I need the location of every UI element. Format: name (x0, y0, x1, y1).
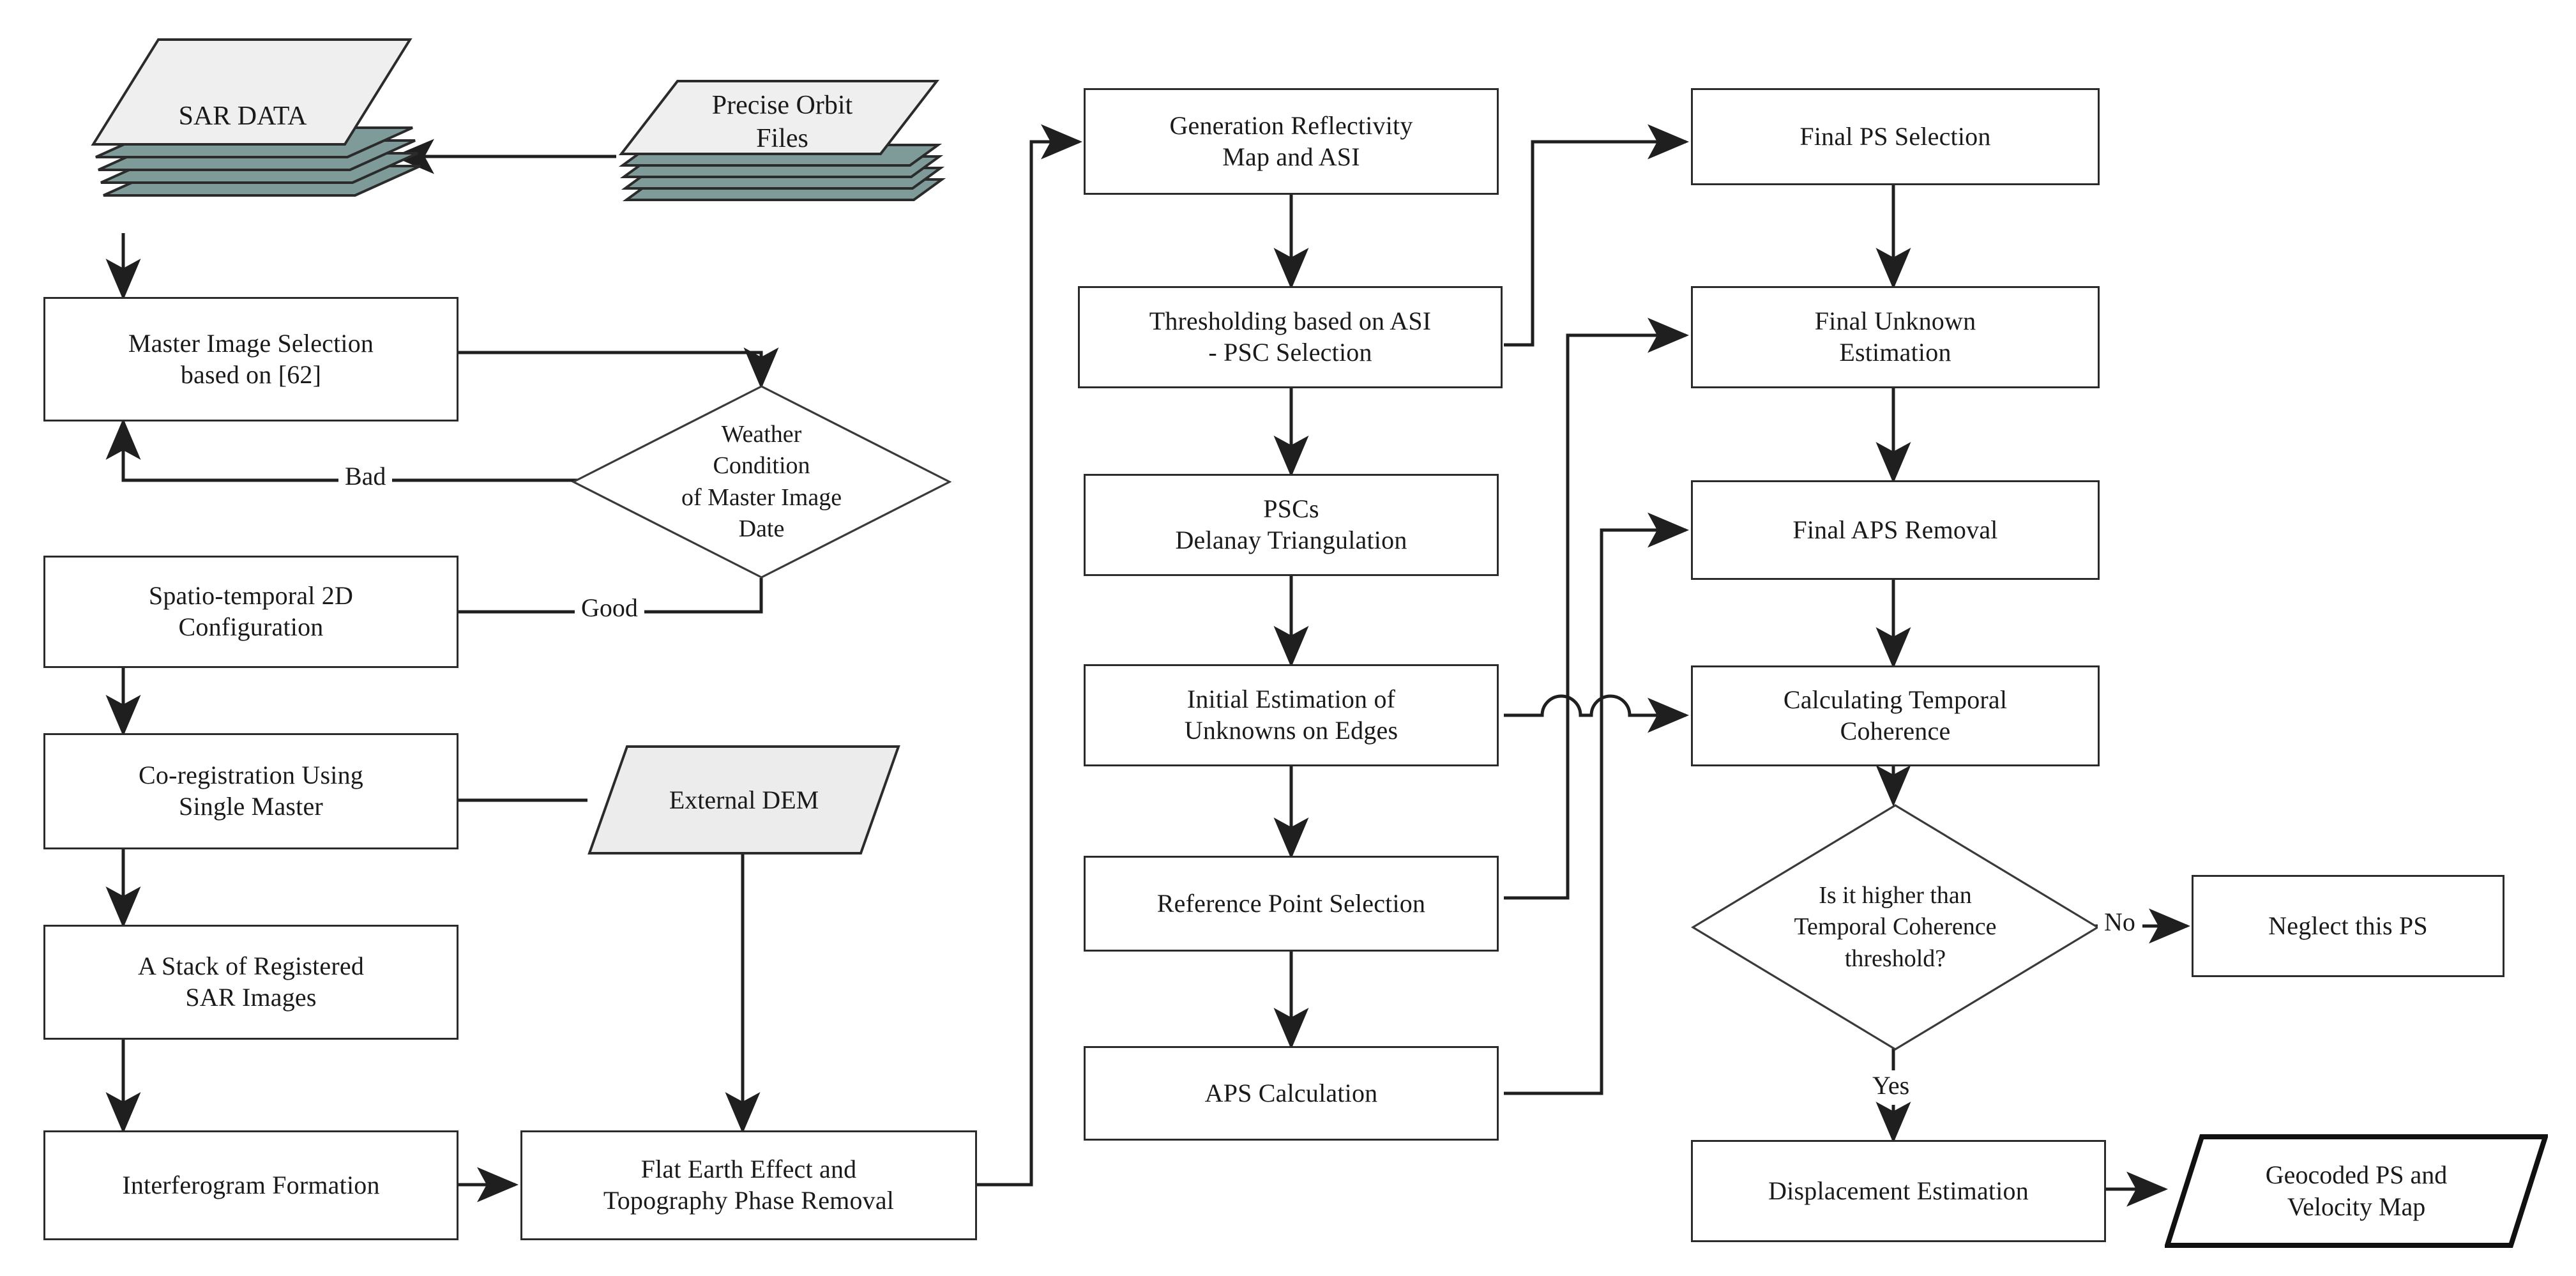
node-pscs-delanay-triangulation[interactable]: PSCs Delanay Triangulation (1084, 474, 1499, 576)
node-reference-point-selection[interactable]: Reference Point Selection (1084, 856, 1499, 952)
stack-registered-text: A Stack of Registered SAR Images (129, 951, 373, 1014)
generation-reflectivity-text: Generation Reflectivity Map and ASI (1160, 110, 1421, 173)
pscs-delanay-text: PSCs Delanay Triangulation (1166, 494, 1416, 556)
final-aps-removal-label: Final APS Removal (1792, 515, 1998, 544)
node-spatio-temporal-configuration[interactable]: Spatio-temporal 2D Configuration (43, 556, 458, 668)
precise-orbit-stack-shape (618, 80, 946, 201)
edge-flatearth-to-generation (976, 124, 1082, 1187)
pscs-line2: Delanay Triangulation (1175, 526, 1407, 554)
node-calculating-temporal-coherence[interactable]: Calculating Temporal Coherence (1691, 665, 2100, 766)
coreg-line1: Co-registration Using (139, 761, 363, 790)
spatio-line1: Spatio-temporal 2D (148, 581, 354, 611)
node-temporal-coherence-decision[interactable]: Is it higher than Temporal Coherence thr… (1691, 803, 2100, 1051)
geocoded-ps-parallelogram-shape (2163, 1134, 2549, 1248)
node-final-ps-selection[interactable]: Final PS Selection (1691, 88, 2100, 185)
reference-point-label: Reference Point Selection (1156, 888, 1426, 918)
edge-refpoint-to-finalunknown (1504, 317, 1689, 900)
edge-label-no: No (2098, 907, 2142, 937)
node-geocoded-ps-velocity-map[interactable]: Geocoded PS and Velocity Map (2163, 1134, 2549, 1249)
neglect-this-ps-label: Neglect this PS (2268, 911, 2428, 940)
node-thresholding-asi[interactable]: Thresholding based on ASI - PSC Selectio… (1078, 286, 1503, 388)
node-flat-earth-topography[interactable]: Flat Earth Effect and Topography Phase R… (520, 1130, 977, 1240)
node-interferogram-formation[interactable]: Interferogram Formation (43, 1130, 458, 1240)
calculating-coherence-text: Calculating Temporal Coherence (1775, 685, 2016, 747)
node-aps-calculation[interactable]: APS Calculation (1084, 1046, 1499, 1141)
decision-line1: Is it higher than (1819, 881, 1972, 909)
precise-orbit-line2: Files (756, 124, 808, 153)
geocoded-line2: Velocity Map (2287, 1192, 2426, 1221)
node-final-unknown-estimation[interactable]: Final Unknown Estimation (1691, 286, 2100, 388)
node-displacement-estimation[interactable]: Displacement Estimation (1691, 1140, 2106, 1242)
weather-line4: Date (738, 515, 785, 542)
master-line1: Master Image Selection (128, 328, 374, 358)
node-co-registration[interactable]: Co-registration Using Single Master (43, 733, 458, 849)
interferogram-formation-label: Interferogram Formation (122, 1170, 380, 1199)
thresholding-text: Thresholding based on ASI - PSC Selectio… (1140, 306, 1441, 368)
temporal-coherence-decision-label: Is it higher than Temporal Coherence thr… (1732, 880, 2059, 975)
node-master-image-selection[interactable]: Master Image Selection based on [62] (43, 297, 458, 422)
master-image-selection-text: Master Image Selection based on [62] (119, 328, 383, 391)
edge-weather-bad-to-master (105, 418, 674, 482)
weather-condition-diamond-shape (572, 385, 951, 579)
weather-line3: of Master Image (681, 483, 842, 511)
external-dem-label: External DEM (669, 785, 819, 814)
co-registration-text: Co-registration Using Single Master (130, 760, 372, 823)
node-external-dem[interactable]: External DEM (587, 744, 900, 856)
node-neglect-this-ps[interactable]: Neglect this PS (2192, 875, 2504, 977)
node-generation-reflectivity[interactable]: Generation Reflectivity Map and ASI (1084, 88, 1499, 195)
flatearth-line2: Topography Phase Removal (603, 1186, 895, 1215)
finalunknown-line1: Final Unknown (1814, 307, 1976, 336)
geocoded-line1: Geocoded PS and (2265, 1160, 2448, 1189)
master-line2: based on [62] (180, 360, 322, 389)
external-dem-parallelogram-shape (587, 745, 900, 854)
spatio-temporal-text: Spatio-temporal 2D Configuration (140, 581, 362, 643)
weather-line2: Condition (713, 452, 810, 480)
node-stack-registered-sar[interactable]: A Stack of Registered SAR Images (43, 925, 458, 1040)
node-final-aps-removal[interactable]: Final APS Removal (1691, 480, 2100, 580)
pscs-line1: PSCs (1263, 494, 1319, 524)
displacement-estimation-label: Displacement Estimation (1768, 1176, 2029, 1205)
coherence-line1: Calculating Temporal (1783, 685, 2008, 715)
initial-line1: Initial Estimation of (1186, 685, 1396, 714)
threshold-line2: - PSC Selection (1208, 338, 1372, 367)
precise-orbit-files-label: Precise Orbit Files (616, 73, 948, 220)
precise-orbit-line1: Precise Orbit (711, 90, 853, 120)
node-initial-estimation-unknowns[interactable]: Initial Estimation of Unknowns on Edges (1084, 664, 1499, 766)
geocoded-ps-label: Geocoded PS and Velocity Map (2165, 1134, 2548, 1249)
weather-line1: Weather (721, 420, 802, 448)
finalunknown-line2: Estimation (1839, 338, 1951, 367)
weather-condition-label: Weather Condition of Master Image Date (613, 419, 909, 545)
genrefl-line2: Map and ASI (1222, 142, 1360, 171)
final-unknown-text: Final Unknown Estimation (1806, 306, 1985, 368)
flat-earth-text: Flat Earth Effect and Topography Phase R… (595, 1154, 903, 1217)
edge-label-bad: Bad (338, 461, 393, 491)
sar-data-stack-shape (91, 38, 421, 197)
final-ps-selection-label: Final PS Selection (1799, 121, 1991, 151)
node-sar-data[interactable]: SAR DATA (64, 31, 421, 235)
edge-aps-to-finalapsremoval (1504, 512, 1689, 1095)
decision-line3: threshold? (1844, 945, 1946, 972)
stackreg-line2: SAR Images (185, 983, 317, 1012)
coherence-line2: Coherence (1840, 717, 1951, 745)
threshold-line1: Thresholding based on ASI (1149, 307, 1432, 336)
genrefl-line1: Generation Reflectivity (1169, 110, 1413, 140)
node-precise-orbit-files[interactable]: Precise Orbit Files (616, 73, 948, 220)
decision-line2: Temporal Coherence (1794, 913, 1997, 941)
edge-initial-to-coherence (1504, 694, 1689, 733)
edge-threshold-to-finalps (1504, 124, 1689, 347)
edge-label-yes: Yes (1866, 1070, 1916, 1100)
coreg-line2: Single Master (179, 792, 323, 821)
spatio-line2: Configuration (178, 612, 324, 641)
initial-line2: Unknowns on Edges (1184, 716, 1398, 745)
temporal-coherence-diamond-shape (1691, 804, 2100, 1051)
aps-calculation-label: APS Calculation (1204, 1078, 1378, 1107)
node-weather-condition[interactable]: Weather Condition of Master Image Date (572, 384, 951, 579)
initial-estimation-text: Initial Estimation of Unknowns on Edges (1176, 684, 1407, 747)
edge-label-good: Good (575, 593, 644, 623)
sar-data-label: SAR DATA (178, 101, 307, 131)
stackreg-line1: A Stack of Registered (137, 952, 365, 981)
flatearth-line1: Flat Earth Effect and (640, 1155, 857, 1184)
